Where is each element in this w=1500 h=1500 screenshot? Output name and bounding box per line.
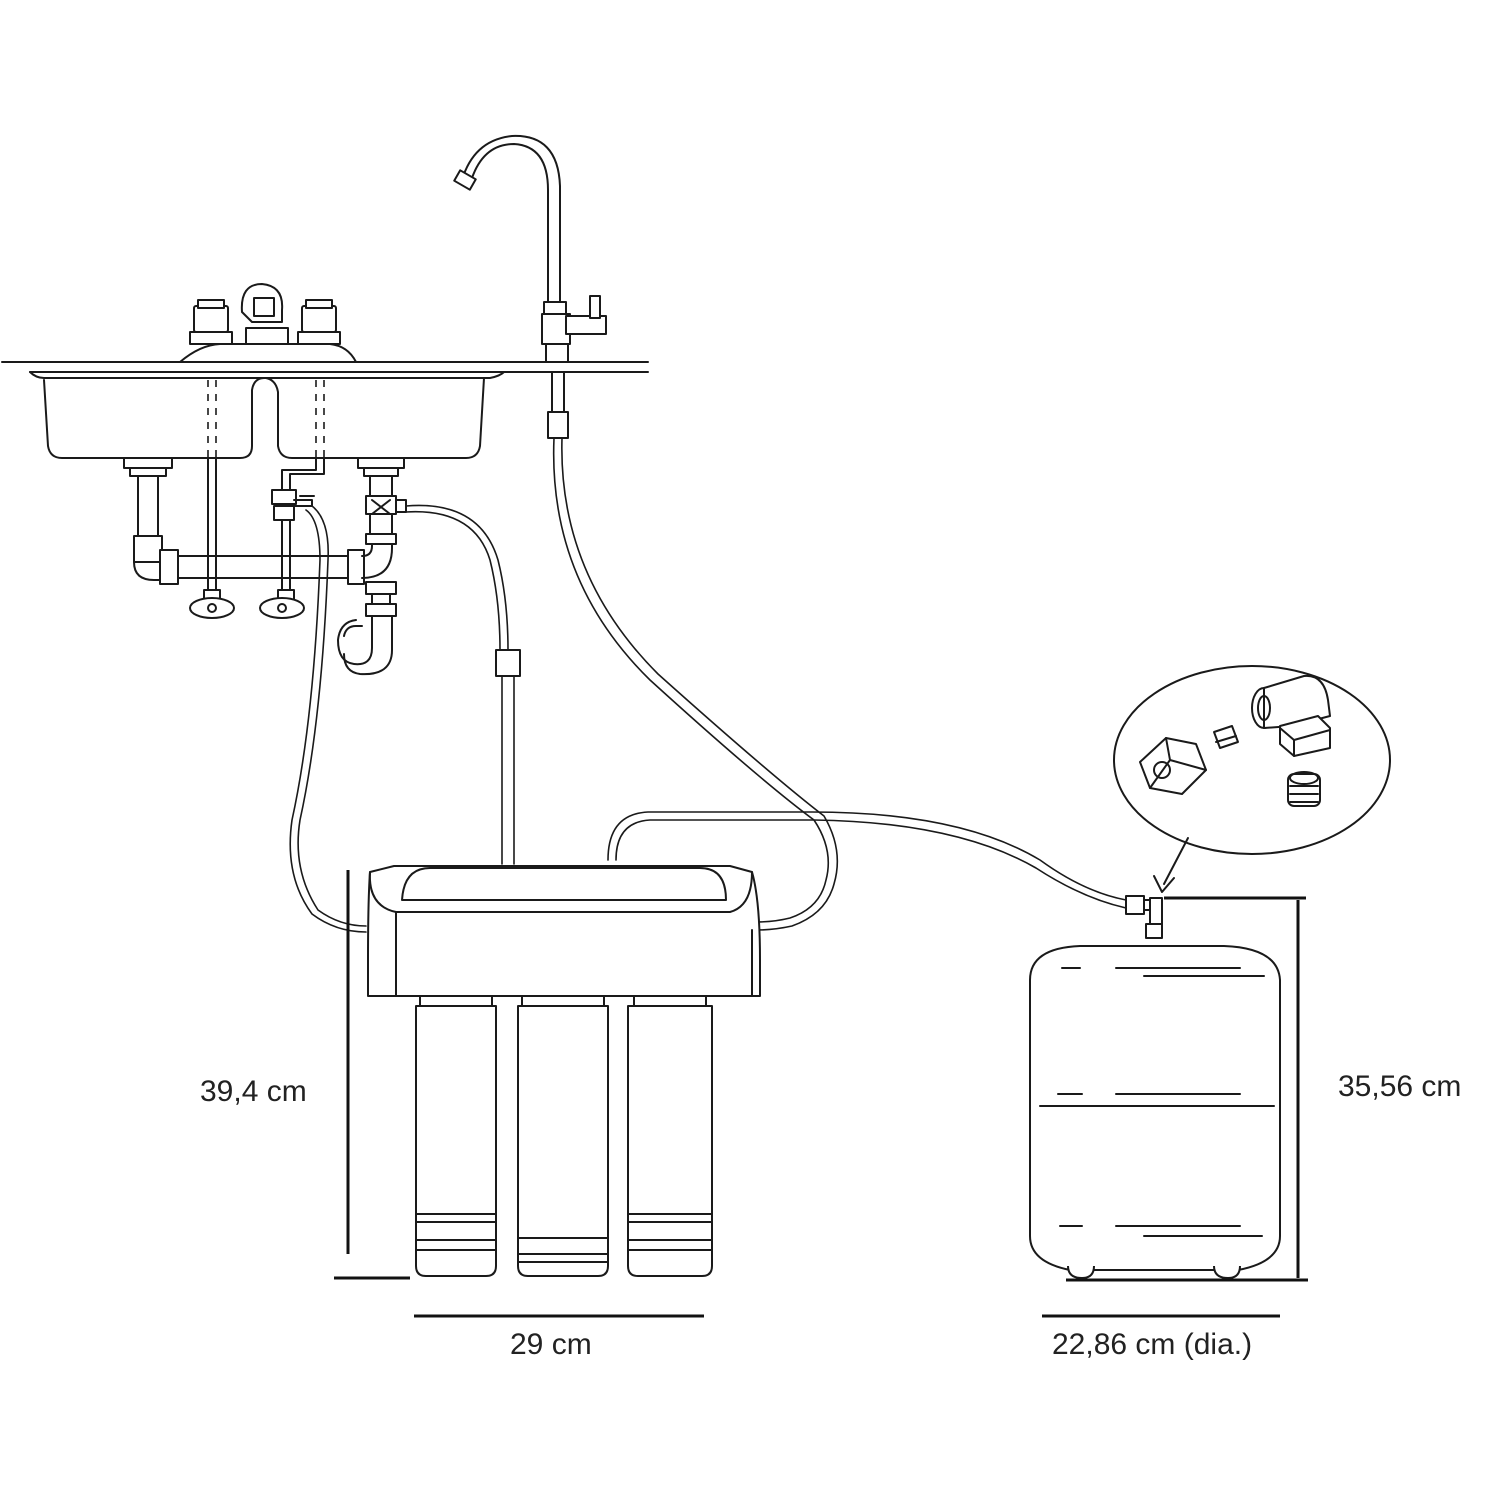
angle-valve-right [259,589,305,619]
tank-height-dimension-line [1066,896,1308,1282]
filter-1 [415,995,497,1277]
ro-filter-unit [367,865,761,1277]
countertop [1,361,649,373]
fittings-callout [1113,665,1391,893]
tank-diameter-label: 22,86 cm (dia.) [1052,1328,1253,1361]
elbow-fitting [1251,674,1331,757]
sink-faucet [189,283,341,345]
compression-nut [1139,737,1207,795]
insert-stiffener [1213,725,1239,749]
filter-2 [517,995,609,1277]
sink-basin-left [43,377,265,459]
thread-adapter [1287,771,1321,807]
system-height-label: 39,4 cm [200,1075,307,1108]
system-height-dimension-line [334,870,410,1280]
filter-3 [627,995,713,1277]
ro-faucet [453,134,607,439]
storage-tank [1029,895,1281,1279]
sink [1,283,649,676]
dimension-lines [334,870,1308,1318]
tubing [289,437,1127,933]
system-width-label: 29 cm [510,1328,592,1361]
sink-basin-right [265,377,485,459]
tank-height-label: 35,56 cm [1338,1070,1462,1103]
angle-valve-left [189,589,235,619]
